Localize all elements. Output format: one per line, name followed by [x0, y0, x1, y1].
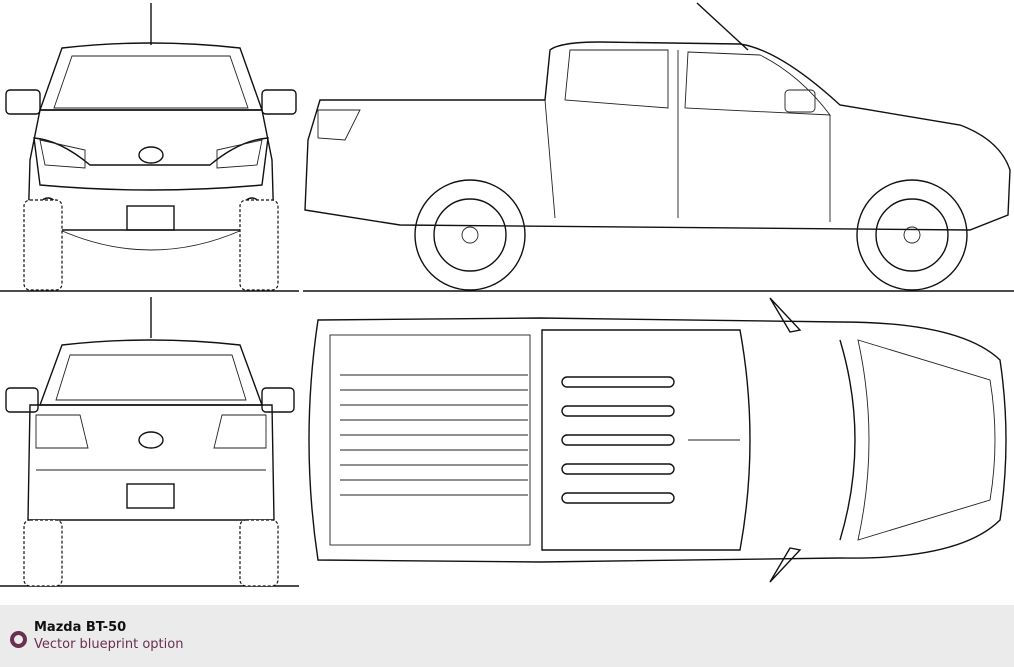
caption-bar: Mazda BT-50 Vector blueprint option: [0, 605, 1014, 667]
blueprint-image: [0, 2, 1014, 587]
bullet-circle-icon: [10, 631, 27, 648]
front-view: [5, 3, 297, 291]
top-view: [308, 297, 1007, 583]
side-view: [304, 2, 1011, 291]
caption-title: Mazda BT-50: [34, 620, 127, 635]
rear-view: [5, 297, 295, 587]
caption-subtitle: Vector blueprint option: [34, 637, 184, 652]
bed-ribs: [340, 374, 528, 496]
